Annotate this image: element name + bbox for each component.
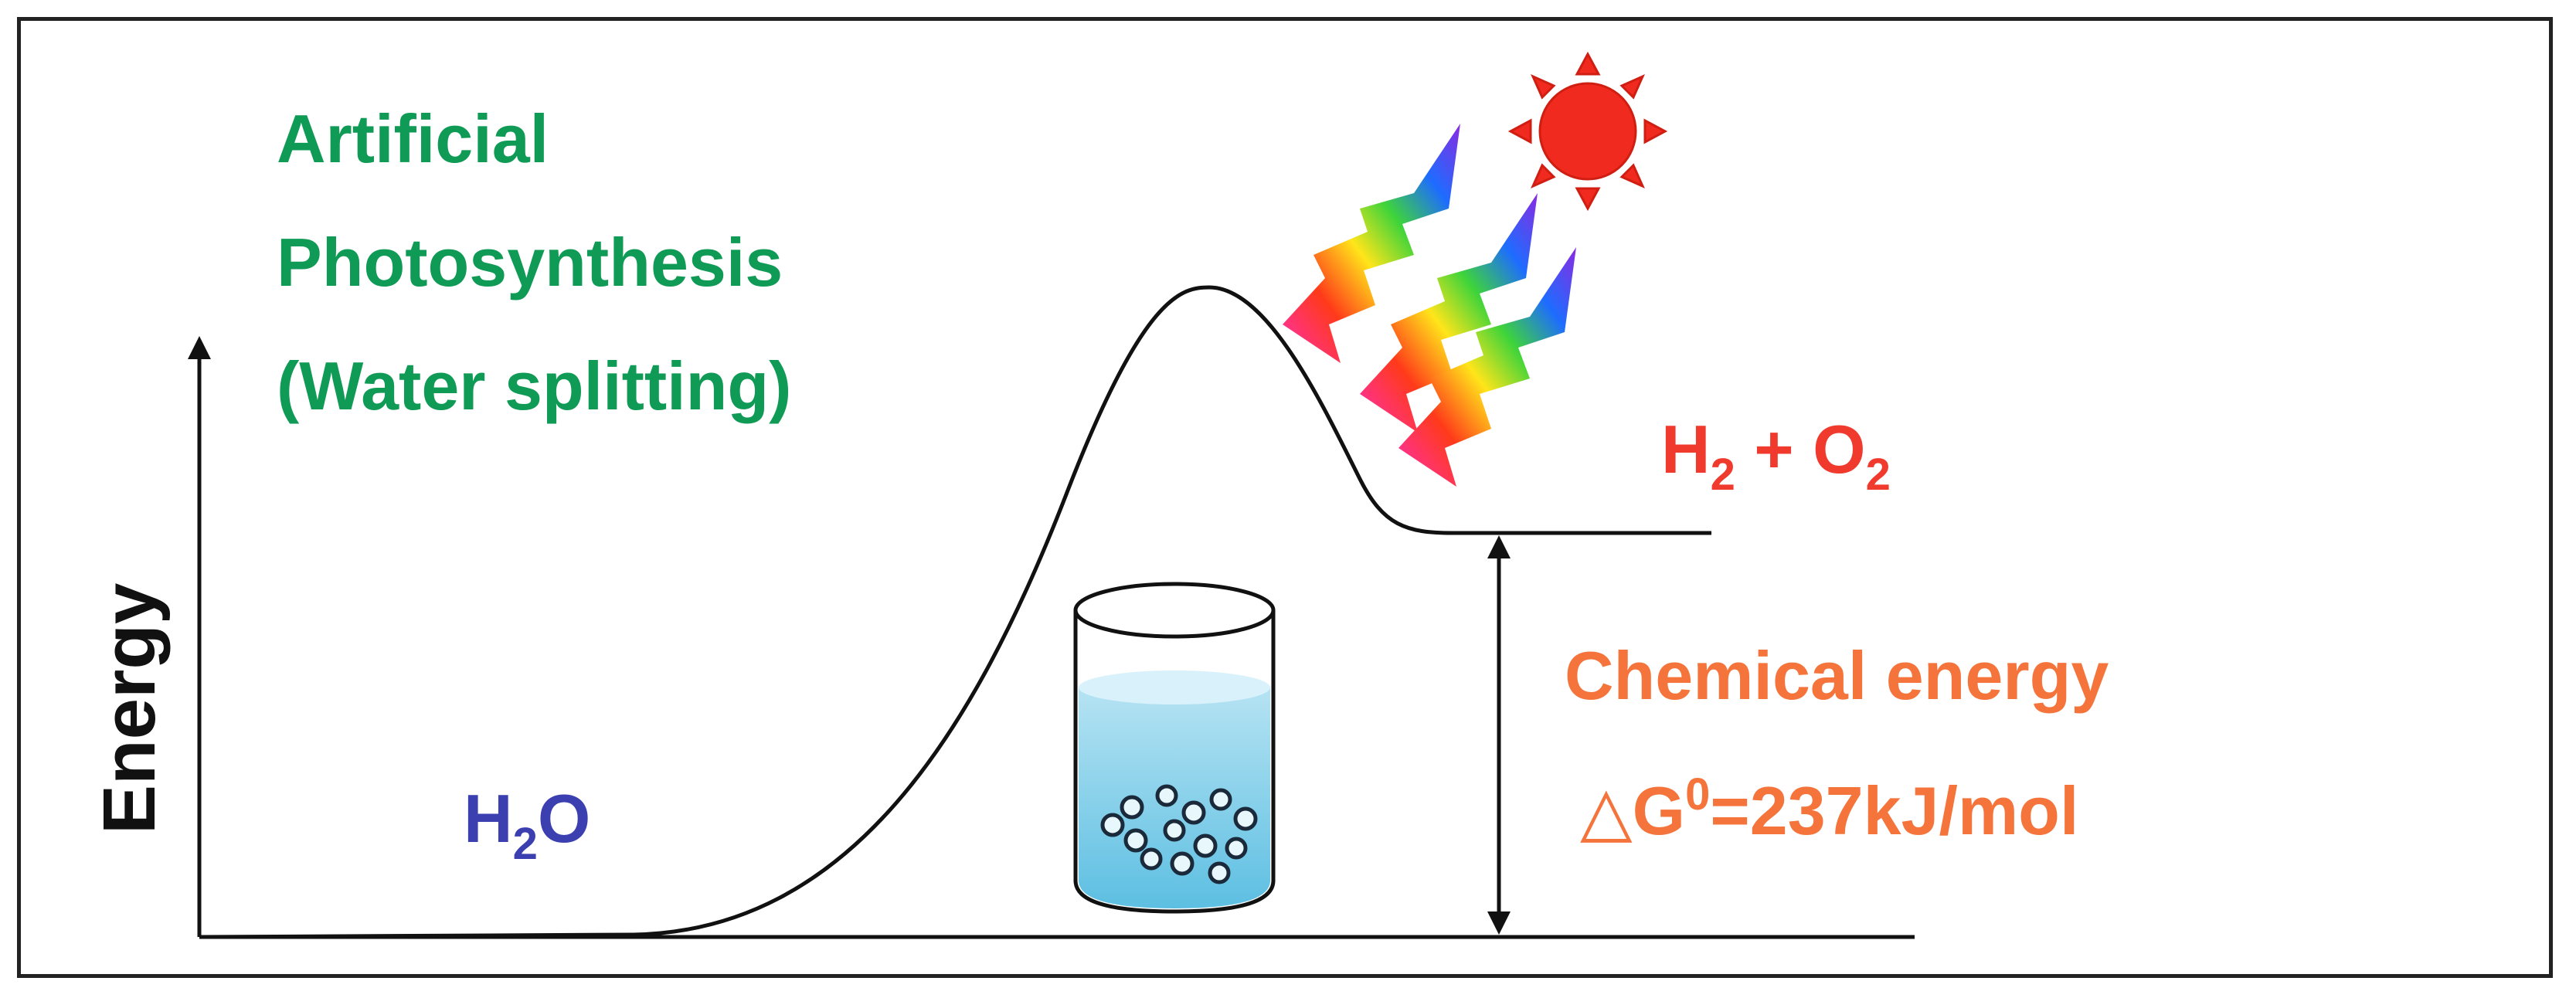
- title-line-1: Artificial: [277, 100, 549, 177]
- reactant-label: H2O: [464, 780, 590, 869]
- title-line-2: Photosynthesis: [277, 224, 783, 300]
- energy-curve: [199, 285, 1711, 939]
- diagram-frame: [17, 17, 2553, 978]
- water-beaker-icon: [1073, 582, 1276, 914]
- product-label: H2 + O2: [1661, 411, 1891, 500]
- y-axis-label: Energy: [88, 583, 171, 834]
- diagram-title: Artificial Photosynthesis (Water splitti…: [277, 100, 791, 424]
- chemical-energy-label: Chemical energy: [1565, 637, 2109, 714]
- sun-icon: [1507, 51, 1668, 212]
- rainbow-light-rays-icon: [1283, 124, 1576, 487]
- delta-g-value: △G0=237kJ/mol: [1580, 769, 2078, 849]
- title-line-3: (Water splitting): [277, 348, 791, 424]
